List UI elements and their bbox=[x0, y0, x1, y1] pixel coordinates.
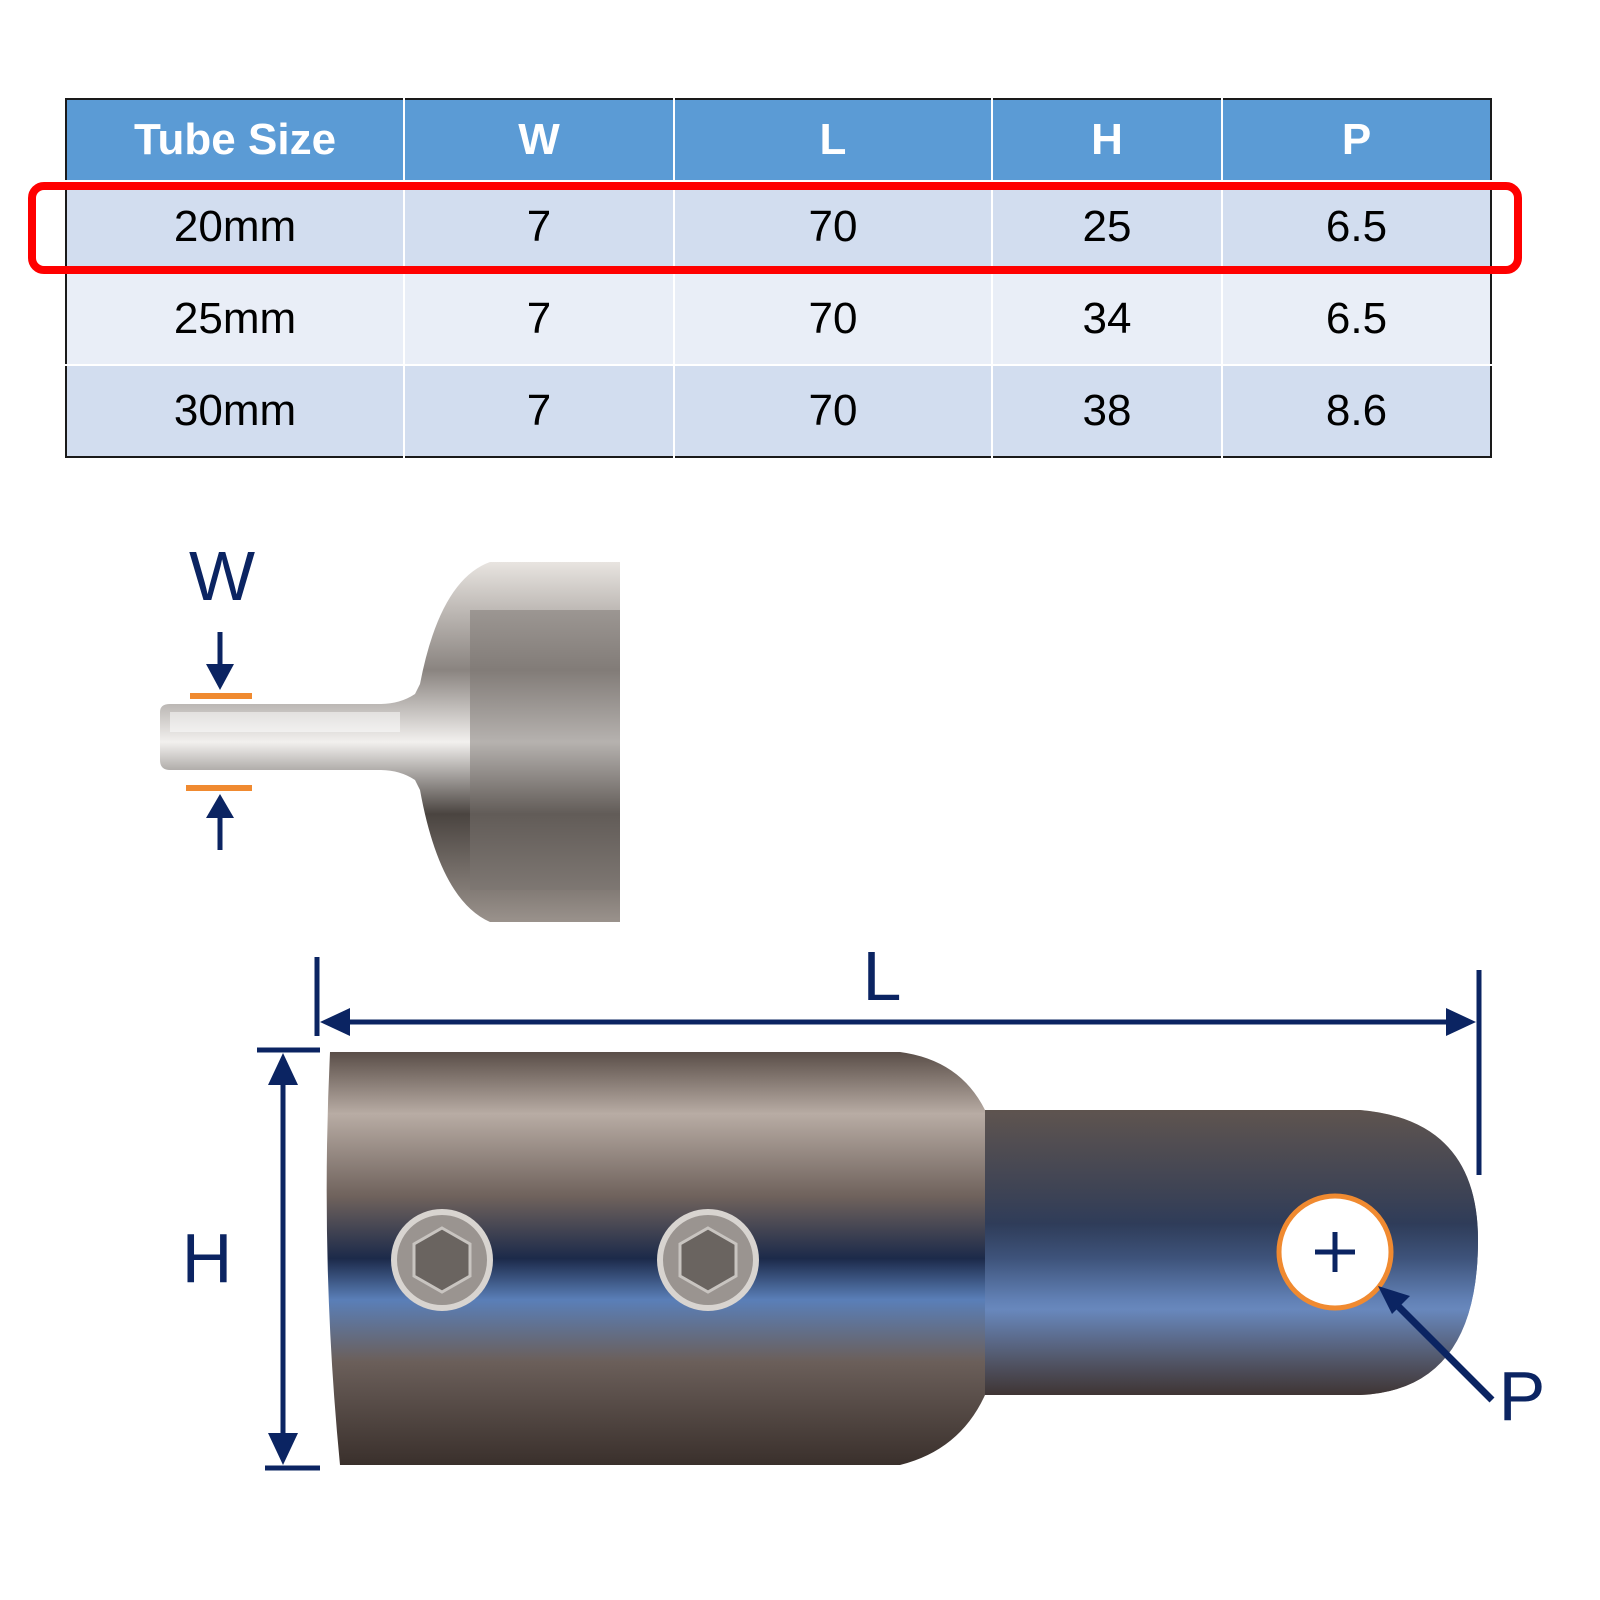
p-dimension-marker: P bbox=[1378, 1286, 1545, 1435]
cell-tube-size: 25mm bbox=[66, 272, 405, 365]
l-label: L bbox=[863, 937, 902, 1015]
cell-h: 25 bbox=[992, 180, 1223, 273]
header-h: H bbox=[992, 99, 1223, 181]
header-p: P bbox=[1222, 99, 1491, 181]
cell-p: 6.5 bbox=[1222, 272, 1491, 365]
cell-w: 7 bbox=[404, 364, 675, 457]
header-w: W bbox=[404, 99, 675, 181]
row-highlight-box bbox=[28, 182, 1522, 274]
l-dimension-marker: L bbox=[314, 937, 1482, 1175]
cell-p: 6.5 bbox=[1222, 180, 1491, 273]
cell-p: 8.6 bbox=[1222, 364, 1491, 457]
dimension-diagram: W L H P bbox=[160, 537, 1545, 1471]
h-dimension-marker: H bbox=[182, 1047, 320, 1471]
p-label: P bbox=[1499, 1357, 1546, 1435]
header-l: L bbox=[674, 99, 993, 181]
w-label: W bbox=[189, 537, 255, 615]
table-row: 25mm 7 70 34 6.5 bbox=[66, 272, 1491, 365]
side-view-photo bbox=[160, 562, 620, 922]
cell-l: 70 bbox=[674, 180, 993, 273]
cell-tube-size: 20mm bbox=[66, 180, 405, 273]
set-screw bbox=[657, 1209, 759, 1311]
header-tube-size: Tube Size bbox=[66, 99, 405, 181]
table-row: 30mm 7 70 38 8.6 bbox=[66, 364, 1491, 457]
spec-table: Tube Size W L H P 20mm 7 70 25 6.5 25mm … bbox=[65, 98, 1492, 458]
w-dimension-marker: W bbox=[186, 537, 255, 850]
cell-l: 70 bbox=[674, 272, 993, 365]
cell-h: 38 bbox=[992, 364, 1223, 457]
top-view-photo bbox=[326, 1052, 1479, 1465]
set-screw bbox=[391, 1209, 493, 1311]
cell-w: 7 bbox=[404, 272, 675, 365]
cell-l: 70 bbox=[674, 364, 993, 457]
header-row: Tube Size W L H P bbox=[66, 99, 1491, 181]
table-row: 20mm 7 70 25 6.5 bbox=[66, 180, 1491, 273]
cell-w: 7 bbox=[404, 180, 675, 273]
h-label: H bbox=[182, 1219, 233, 1297]
cell-tube-size: 30mm bbox=[66, 364, 405, 457]
cell-h: 34 bbox=[992, 272, 1223, 365]
